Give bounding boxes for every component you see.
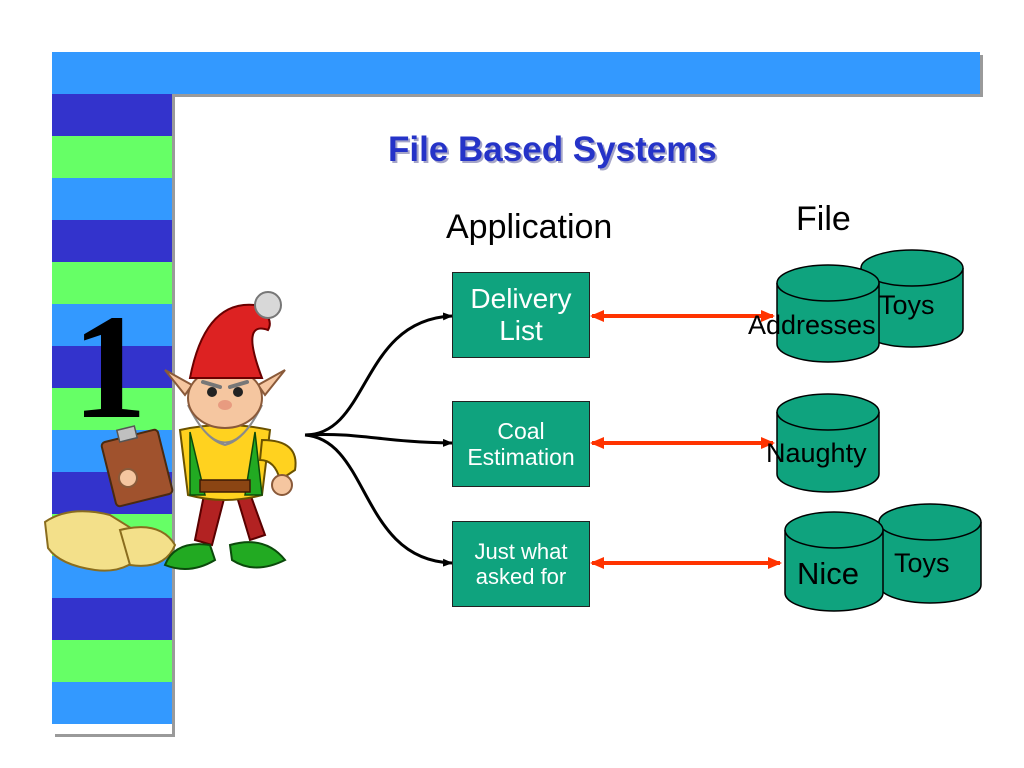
- application-box-coal-estimation: Coal Estimation: [452, 401, 590, 487]
- slide-title: File Based Systems: [388, 130, 717, 169]
- application-box-just-what-asked-for: Just what asked for: [452, 521, 590, 607]
- application-label-line2: List: [499, 315, 543, 346]
- file-label-toys-bottom: Toys: [894, 548, 950, 578]
- application-label-line1: Coal: [497, 417, 545, 444]
- file-cylinder-toys-top: [860, 249, 964, 348]
- file-cylinder-nice: [784, 511, 884, 612]
- application-label-line2: Estimation: [467, 444, 575, 470]
- file-label-addresses: Addresses: [748, 310, 876, 340]
- file-cylinder-naughty: [776, 393, 880, 493]
- application-to-file-arrows: [590, 310, 782, 569]
- file-label-toys-top: Toys: [879, 290, 935, 320]
- file-column-heading: File: [796, 200, 851, 238]
- elf-illustration: [43, 291, 297, 572]
- file-cylinder-toys-bottom: [878, 503, 982, 604]
- application-label-line1: Delivery: [470, 282, 572, 314]
- file-label-nice: Nice: [797, 556, 860, 591]
- application-label-line1: Just what: [474, 538, 568, 564]
- file-label-naughty: Naughty: [766, 438, 867, 468]
- top-banner-bar: [52, 52, 980, 94]
- application-label-line2: asked for: [475, 564, 567, 589]
- application-column-heading: Application: [446, 208, 613, 246]
- elf-to-application-arrows: [304, 312, 453, 567]
- slide-number: 1: [72, 284, 147, 450]
- side-stripe-bar: [52, 94, 172, 734]
- application-box-delivery-list: Delivery List: [452, 272, 590, 358]
- file-cylinder-addresses: [776, 264, 880, 363]
